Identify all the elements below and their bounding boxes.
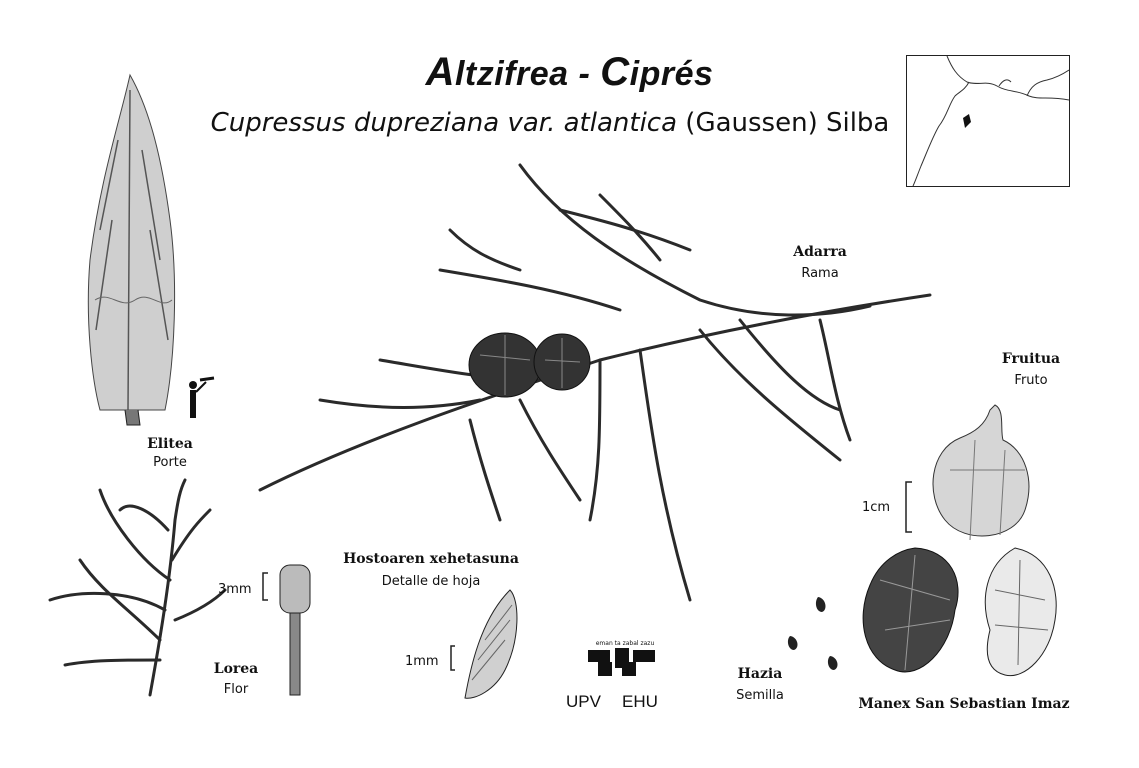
logo-upv: UPV: [566, 692, 601, 711]
leaf-label-es: Detalle de hoja: [381, 574, 481, 589]
logo-motto: eman ta zabal zazu: [595, 640, 655, 647]
seed-label: Hazia: [737, 666, 783, 682]
fruit-label-es: Fruto: [1014, 373, 1048, 388]
flower-scale: 3mm: [218, 582, 252, 597]
logo-ehu: EHU: [622, 692, 658, 711]
fruit-drawing: [932, 404, 1030, 541]
seed-label-es: Semilla: [736, 688, 784, 703]
fruit-scale: 1cm: [862, 500, 891, 515]
fruit-label: Fruitua: [1001, 351, 1061, 367]
leaf-label: Hostoaren xehetasuna: [343, 551, 519, 567]
branch-label-es: Rama: [801, 266, 839, 281]
map-coastline: [912, 56, 1069, 186]
distribution-map: [906, 55, 1070, 187]
open-cone-drawing: [862, 547, 959, 673]
habit-label: Elitea: [147, 436, 193, 452]
scientific-name: Cupressus dupreziana var. atlantica (Gau…: [210, 108, 890, 138]
cone-section-drawing: [984, 547, 1057, 677]
flower-label-es: Flor: [223, 682, 249, 697]
page-title: Altzifrea - Ciprés: [425, 50, 714, 94]
flower-label: Lorea: [213, 661, 259, 677]
range-marker: [963, 114, 971, 128]
author-credit: Manex San Sebastian Imaz: [858, 696, 1070, 712]
cone-drawing: [468, 332, 591, 398]
upv-ehu-logo: [588, 648, 655, 676]
leaf-detail-drawing: [464, 589, 518, 699]
seed-drawing: [787, 597, 838, 670]
leaf-scale: 1mm: [405, 654, 439, 669]
male-cone-drawing: [279, 564, 311, 696]
habit-label-es: Porte: [153, 455, 187, 470]
branch-drawing: [258, 163, 932, 602]
branch-label: Adarra: [793, 244, 847, 260]
